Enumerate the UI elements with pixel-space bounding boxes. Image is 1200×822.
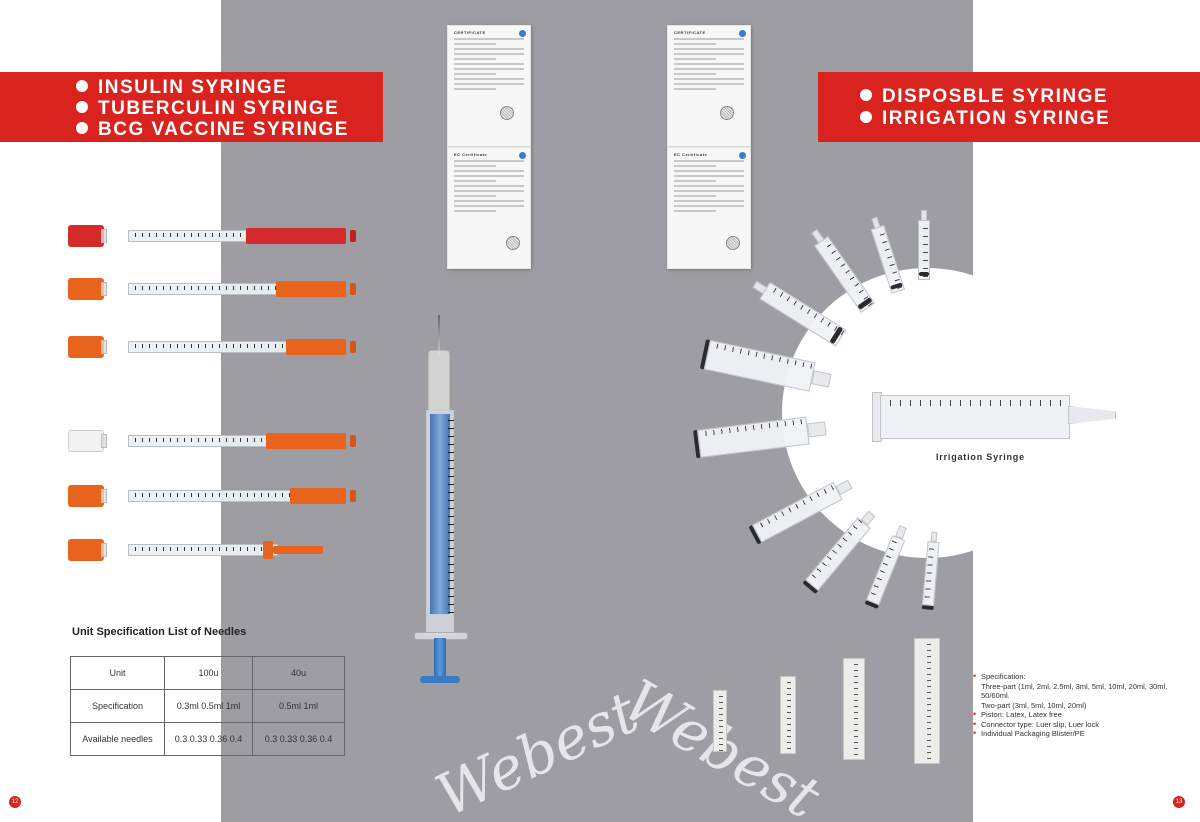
list-subitem: Two-part (3ml, 5ml, 10ml, 20ml) xyxy=(981,700,1087,710)
table-cell: 0.3 0.33 0.36 0.4 xyxy=(164,722,253,756)
list-item: Specification: xyxy=(973,672,1195,682)
list-item: Piston: Latex, Latex free xyxy=(973,710,1195,720)
insulin-syringe-orange xyxy=(68,336,356,358)
bcg-syringe-with-cap xyxy=(68,539,323,561)
list-subitem: Three-part (1ml, 2ml, 2.5ml, 3ml, 5ml, 1… xyxy=(981,681,1168,701)
bullet-dot-icon xyxy=(860,111,872,123)
list-item: Connector type: Luer slip, Luer lock xyxy=(973,720,1195,730)
table-cell: Specification xyxy=(70,689,165,723)
table-cell: 0.3 0.33 0.36 0.4 xyxy=(252,722,345,756)
cert-logo-icon xyxy=(519,30,526,37)
tuberculin-syringe-clear xyxy=(68,430,356,452)
certificate-image: EC Certificate xyxy=(447,147,531,269)
cert-seal-icon xyxy=(726,236,740,250)
banner-line: INSULIN SYRINGE xyxy=(76,77,383,98)
standing-syringe xyxy=(843,658,865,760)
banner-line: BCG VACCINE SYRINGE xyxy=(76,119,383,140)
certificate-image: CERTIFICATE xyxy=(667,25,751,147)
irrigation-syringe-label: Irrigation Syringe xyxy=(936,452,1025,462)
table-cell: 40u xyxy=(252,656,345,690)
cert-logo-icon xyxy=(739,152,746,159)
bullet-dot-icon xyxy=(76,80,88,92)
banner-line: IRRIGATION SYRINGE xyxy=(860,108,1200,130)
table-cell: 0.5ml 1ml xyxy=(252,689,345,723)
insulin-syringe-orange xyxy=(68,278,356,300)
right-product-banner: DISPOSBLE SYRINGE IRRIGATION SYRINGE xyxy=(818,72,1200,142)
cert-logo-icon xyxy=(739,30,746,37)
table-cell: 0.3ml 0.5ml 1ml xyxy=(164,689,253,723)
banner-line: TUBERCULIN SYRINGE xyxy=(76,98,383,119)
tuberculin-syringe-orange xyxy=(68,485,356,507)
page-number: 12 xyxy=(9,796,21,808)
banner-line: DISPOSBLE SYRINGE xyxy=(860,86,1200,108)
standing-syringe xyxy=(914,638,940,764)
cert-seal-icon xyxy=(720,106,734,120)
table-row: Unit 100u 40u xyxy=(70,656,345,690)
cert-seal-icon xyxy=(506,236,520,250)
bullet-dot-icon xyxy=(76,122,88,134)
certificate-image: CERTIFICATE xyxy=(447,25,531,147)
table-cell: 100u xyxy=(164,656,253,690)
standing-syringe xyxy=(780,676,796,754)
list-item: Individual Packaging Blister/PE xyxy=(973,729,1195,739)
cert-logo-icon xyxy=(519,152,526,159)
left-product-banner: INSULIN SYRINGE TUBERCULIN SYRINGE BCG V… xyxy=(0,72,383,142)
specification-list: Specification: Three-part (1ml, 2ml, 2.5… xyxy=(973,672,1195,739)
table-cell: Available needles xyxy=(70,722,165,756)
table-cell: Unit xyxy=(70,656,165,690)
bullet-dot-icon xyxy=(860,89,872,101)
page-number: 13 xyxy=(1173,796,1185,808)
table-row: Available needles 0.3 0.33 0.36 0.4 0.3 … xyxy=(70,722,345,756)
standing-syringe xyxy=(713,690,727,752)
insulin-syringe-red xyxy=(68,225,356,247)
bullet-dot-icon xyxy=(76,101,88,113)
cert-seal-icon xyxy=(500,106,514,120)
table-row: Specification 0.3ml 0.5ml 1ml 0.5ml 1ml xyxy=(70,689,345,723)
needle-spec-table: Unit 100u 40u Specification 0.3ml 0.5ml … xyxy=(70,656,345,756)
spec-table-title: Unit Specification List of Needles xyxy=(72,626,247,638)
certificate-image: EC Certificate xyxy=(667,147,751,269)
